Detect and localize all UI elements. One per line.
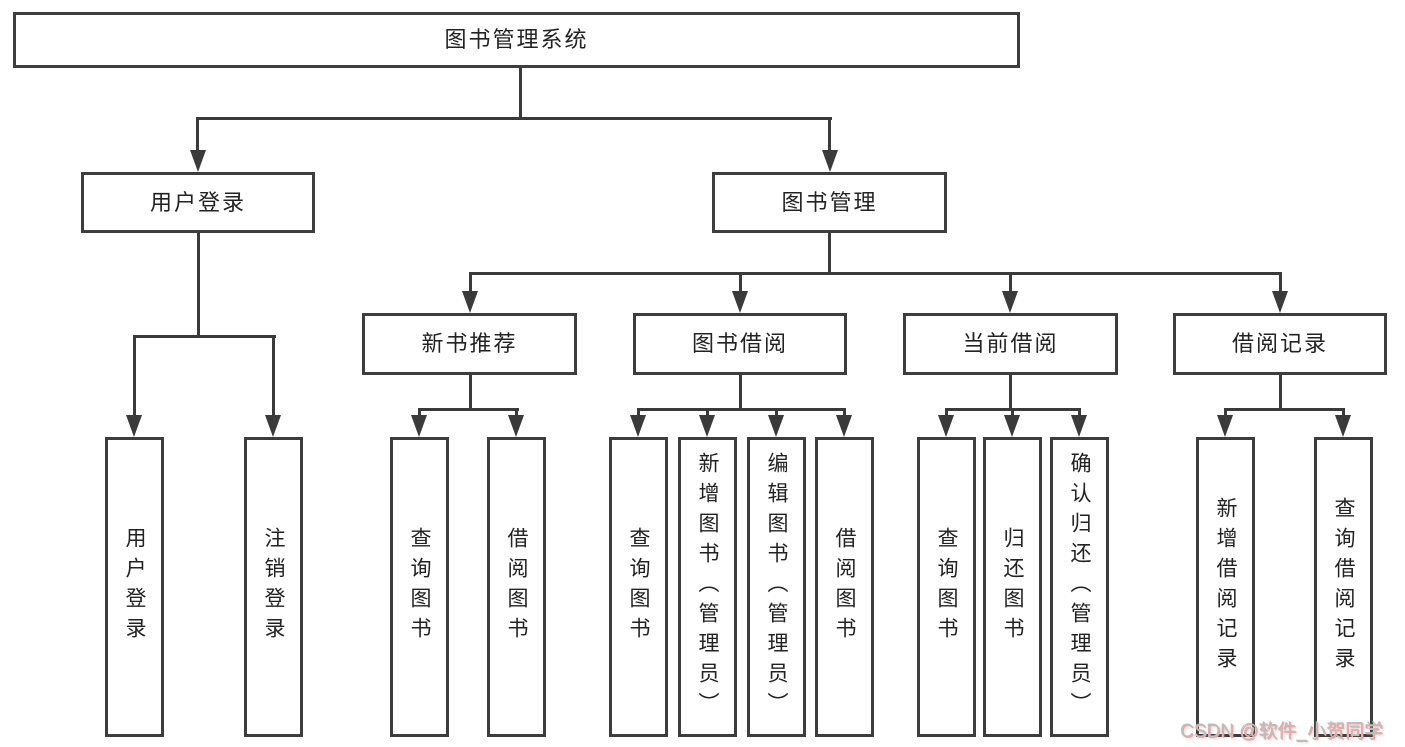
arrowhead-down-icon <box>508 415 524 437</box>
leaf-add-books-admin: 新增图书（管理员） <box>678 437 737 737</box>
leaf-label: 查询图书 <box>408 527 431 647</box>
connector-line <box>637 408 640 420</box>
arrowhead-down-icon <box>630 415 646 437</box>
connector-line <box>775 408 778 420</box>
leaf-label: 新增借阅记录 <box>1214 497 1237 677</box>
node-label: 当前借阅 <box>962 331 1059 356</box>
connector-line <box>1011 408 1014 420</box>
leaf-return-books: 归还图书 <box>983 437 1042 737</box>
node-label: 用户登录 <box>149 189 246 215</box>
arrowhead-down-icon <box>1335 415 1351 437</box>
connector-line <box>706 408 709 420</box>
node-new-book-recommend: 新书推荐 <box>362 313 577 375</box>
connector-line <box>515 408 518 420</box>
leaf-label: 借阅图书 <box>505 527 528 647</box>
leaf-query-borrow-record: 查询借阅记录 <box>1314 437 1373 737</box>
leaf-label: 查询图书 <box>627 527 650 647</box>
connector-line <box>1342 408 1345 420</box>
leaf-edit-books-admin: 编辑图书（管理员） <box>747 437 806 737</box>
connector-line <box>196 117 199 155</box>
leaf-label: 编辑图书（管理员） <box>765 452 788 722</box>
leaf-borrow-books-1: 借阅图书 <box>487 437 546 737</box>
arrowhead-down-icon <box>462 291 478 313</box>
arrowhead-down-icon <box>190 150 206 172</box>
arrowhead-down-icon <box>1004 415 1020 437</box>
connector-line <box>1078 408 1081 420</box>
node-borrow-records: 借阅记录 <box>1173 313 1387 375</box>
node-label: 图书借阅 <box>691 331 788 356</box>
connector-bar-records <box>1224 408 1345 411</box>
connector-bar-newbook <box>418 408 519 411</box>
connector-bar-bookborrow <box>637 408 846 411</box>
leaf-query-books-3: 查询图书 <box>917 437 976 737</box>
connector-bookborrow-stub <box>739 373 742 411</box>
arrowhead-down-icon <box>411 415 427 437</box>
leaf-user-login: 用户登录 <box>105 437 164 737</box>
arrowhead-down-icon <box>822 150 838 172</box>
arrowhead-down-icon <box>938 415 954 437</box>
connector-line <box>272 335 275 417</box>
node-root-label: 图书管理系统 <box>444 27 589 52</box>
leaf-label: 查询图书 <box>935 527 958 647</box>
node-book-management: 图书管理 <box>712 172 947 233</box>
node-label: 图书管理 <box>781 189 878 215</box>
node-book-borrow: 图书借阅 <box>633 313 847 375</box>
arrowhead-down-icon <box>1002 291 1018 313</box>
leaf-query-books-1: 查询图书 <box>390 437 449 737</box>
connector-bar-level2 <box>196 117 832 120</box>
connector-bar-level3 <box>469 272 1282 275</box>
connector-root-stub <box>519 66 522 120</box>
node-current-borrow: 当前借阅 <box>903 313 1118 375</box>
arrowhead-down-icon <box>768 415 784 437</box>
connector-line <box>843 408 846 420</box>
arrowhead-down-icon <box>1071 415 1087 437</box>
watermark: CSDN @软件_小贺同学 <box>1180 721 1383 742</box>
connector-records-stub <box>1279 373 1282 411</box>
leaf-label: 新增图书（管理员） <box>696 452 719 722</box>
leaf-label: 用户登录 <box>123 527 146 647</box>
arrowhead-down-icon <box>265 415 281 437</box>
arrowhead-down-icon <box>699 415 715 437</box>
arrowhead-down-icon <box>126 415 142 437</box>
leaf-label: 确认归还（管理员） <box>1068 452 1091 722</box>
connector-newbook-stub <box>469 373 472 411</box>
connector-bar-userlogin <box>133 335 276 338</box>
leaf-logout: 注销登录 <box>244 437 303 737</box>
leaf-add-borrow-record: 新增借阅记录 <box>1196 437 1255 737</box>
node-user-login: 用户登录 <box>81 172 315 233</box>
node-label: 新书推荐 <box>421 331 518 356</box>
connector-line <box>739 272 742 294</box>
arrowhead-down-icon <box>732 291 748 313</box>
connector-line <box>945 408 948 420</box>
leaf-label: 借阅图书 <box>833 527 856 647</box>
leaf-borrow-books-2: 借阅图书 <box>815 437 874 737</box>
connector-line <box>1224 408 1227 420</box>
node-label: 借阅记录 <box>1231 331 1328 356</box>
leaf-label: 注销登录 <box>262 527 285 647</box>
arrowhead-down-icon <box>1272 291 1288 313</box>
leaf-label: 归还图书 <box>1001 527 1024 647</box>
connector-currentborrow-stub <box>1009 373 1012 411</box>
leaf-label: 查询借阅记录 <box>1332 497 1355 677</box>
leaf-confirm-return-admin: 确认归还（管理员） <box>1050 437 1109 737</box>
connector-line <box>418 408 421 420</box>
connector-bookmgmt-stub <box>828 231 831 275</box>
connector-line <box>828 117 831 155</box>
connector-line <box>1009 272 1012 294</box>
connector-line <box>133 335 136 417</box>
arrowhead-down-icon <box>1217 415 1233 437</box>
connector-line <box>1279 272 1282 294</box>
connector-line <box>469 272 472 294</box>
leaf-query-books-2: 查询图书 <box>609 437 668 737</box>
node-root: 图书管理系统 <box>13 12 1020 68</box>
connector-userlogin-stub <box>197 231 200 338</box>
arrowhead-down-icon <box>836 415 852 437</box>
